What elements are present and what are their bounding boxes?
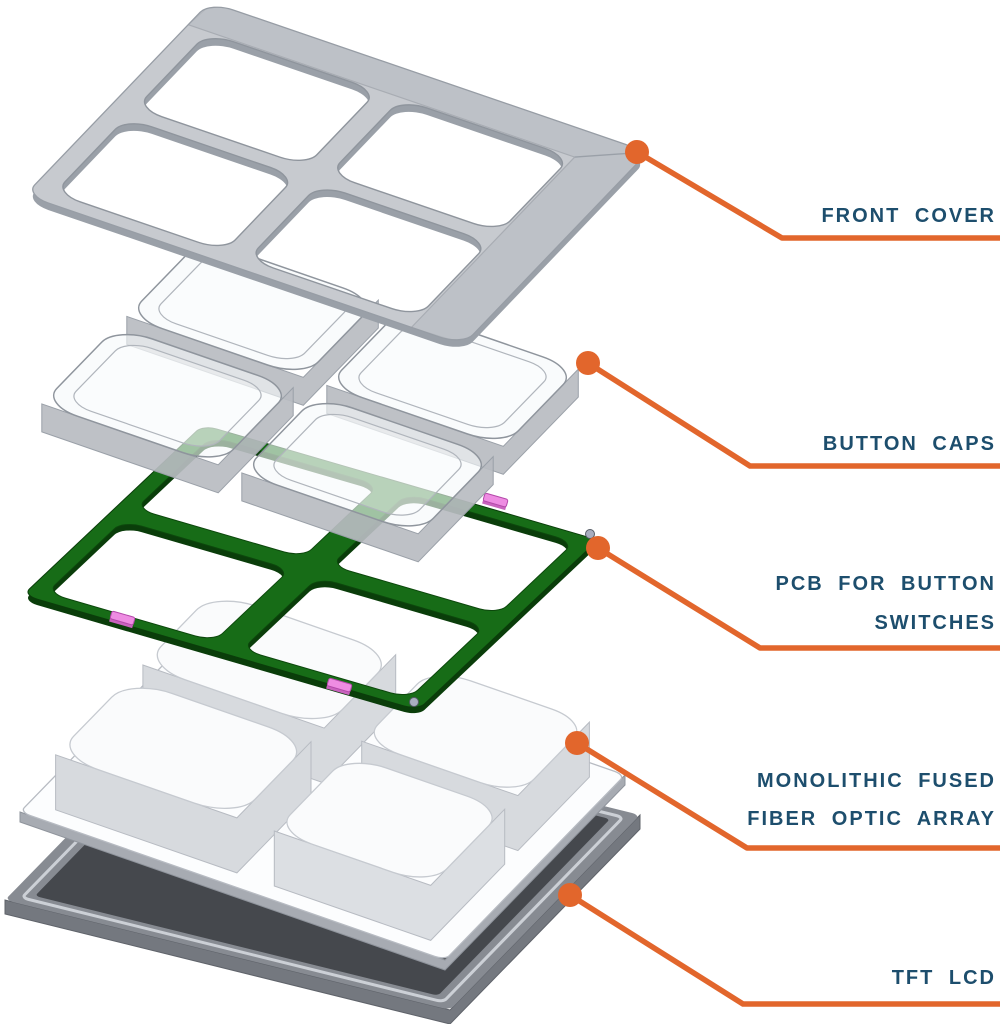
leader-lines — [558, 140, 1000, 1007]
leader-line-button-caps — [585, 360, 1000, 469]
cover-flange — [188, 2, 648, 346]
fiber-block-top — [56, 679, 311, 818]
label-tft-lcd: TFT LCD — [892, 967, 996, 989]
pcb-hole-outline — [242, 578, 486, 699]
button-cap-top — [42, 327, 293, 465]
label-pcb-line1: PCB FOR BUTTON — [775, 573, 996, 595]
pcb-connector — [482, 492, 509, 511]
callout-dot-tft-lcd — [558, 883, 582, 907]
callout-dot-fiber-array — [565, 731, 589, 755]
cover-outline — [25, 2, 648, 345]
cover-hole-outline — [54, 118, 296, 251]
leader-line-fiber-array — [574, 740, 1000, 851]
button-cap-lip — [65, 340, 270, 452]
label-pcb-line2: SWITCHES — [874, 612, 996, 634]
button-cap-top — [327, 308, 578, 446]
pcb-connector — [326, 677, 353, 696]
fiber-block-top — [274, 755, 504, 886]
button-cap-lip — [265, 409, 470, 521]
pcb-screw-hole — [585, 529, 595, 539]
label-button-caps: BUTTON CAPS — [823, 433, 996, 455]
plate-side-wall — [19, 773, 626, 971]
callout-dot-front-cover — [625, 140, 649, 164]
leader-line-tft-lcd — [567, 892, 1000, 1007]
callout-dot-button-caps — [576, 351, 600, 375]
pcb-connector — [109, 610, 136, 629]
label-fiber-line1: MONOLITHIC FUSED — [757, 770, 996, 792]
callout-dot-pcb — [586, 536, 610, 560]
leader-line-pcb — [595, 545, 1000, 651]
label-front-cover: FRONT COVER — [821, 205, 996, 227]
cover-hole-outline — [248, 184, 490, 317]
leader-line-front-cover — [634, 149, 1000, 241]
cover-hole-outline — [136, 33, 378, 166]
cover-hole-outline — [329, 99, 571, 232]
button-cap-lip — [350, 321, 555, 433]
callout-labels: FRONT COVER BUTTON CAPS PCB FOR BUTTON S… — [747, 205, 996, 989]
front-cover-layer — [25, 2, 648, 347]
button-cap-top — [242, 396, 493, 534]
lcd-side-wall — [4, 813, 641, 1024]
button-cap-wall — [41, 386, 294, 494]
pcb-screw-hole — [409, 697, 419, 707]
button-cap-wall — [241, 455, 494, 563]
fiber-block-wall — [273, 807, 506, 941]
label-fiber-line2: FIBER OPTIC ARRAY — [747, 808, 996, 830]
